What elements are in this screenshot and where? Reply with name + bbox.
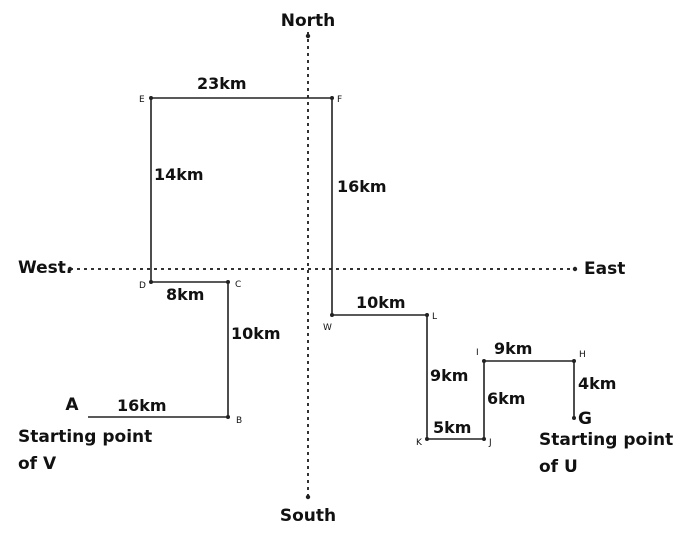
start-u-line2: of U xyxy=(539,457,578,477)
point-w-dot xyxy=(330,313,334,317)
west-marker xyxy=(67,266,73,272)
east-marker xyxy=(572,266,578,272)
distance-cd: 8km xyxy=(166,285,204,304)
point-b-dot xyxy=(226,415,230,419)
north-label: North xyxy=(281,11,336,31)
point-h-label: H xyxy=(579,350,586,360)
point-k-dot xyxy=(425,437,429,441)
point-c-dot xyxy=(226,280,230,284)
point-h-dot xyxy=(572,359,576,363)
point-i-dot xyxy=(482,359,486,363)
north-marker xyxy=(305,33,311,39)
point-k-label: K xyxy=(416,438,423,448)
point-j-dot xyxy=(482,437,486,441)
point-a-label: A xyxy=(65,395,79,415)
east-label: East xyxy=(584,259,625,279)
south-marker xyxy=(305,494,311,500)
point-g-label: G xyxy=(578,409,592,429)
point-w-label: W xyxy=(323,323,332,333)
point-c-label: C xyxy=(235,280,241,290)
start-u-line1: Starting point xyxy=(539,430,673,450)
distance-fw: 16km xyxy=(337,177,387,196)
point-e-dot xyxy=(149,96,153,100)
point-d-label: D xyxy=(139,281,146,291)
start-v-line1: Starting point xyxy=(18,427,152,447)
distance-ab: 16km xyxy=(117,396,167,415)
distance-de: 14km xyxy=(154,165,204,184)
point-d-dot xyxy=(149,280,153,284)
start-v-line2: of V xyxy=(18,454,57,474)
distance-ef: 23km xyxy=(197,74,247,93)
distance-hg: 4km xyxy=(578,374,616,393)
point-f-label: F xyxy=(337,95,342,105)
distance-kj: 5km xyxy=(433,418,471,437)
point-j-label: J xyxy=(488,438,492,448)
distance-wl: 10km xyxy=(356,293,406,312)
path-of-v xyxy=(88,97,333,418)
point-f-dot xyxy=(330,96,334,100)
distance-bc: 10km xyxy=(231,324,281,343)
point-i-label: I xyxy=(476,348,479,358)
south-label: South xyxy=(280,506,336,526)
west-label: West. xyxy=(18,258,72,278)
point-e-label: E xyxy=(139,95,145,105)
distance-ih: 9km xyxy=(494,339,532,358)
distance-lk: 9km xyxy=(430,366,468,385)
point-l-dot xyxy=(425,313,429,317)
distance-ji: 6km xyxy=(487,389,525,408)
point-l-label: L xyxy=(432,312,437,322)
point-g-dot xyxy=(572,416,576,420)
point-b-label: B xyxy=(236,416,242,426)
